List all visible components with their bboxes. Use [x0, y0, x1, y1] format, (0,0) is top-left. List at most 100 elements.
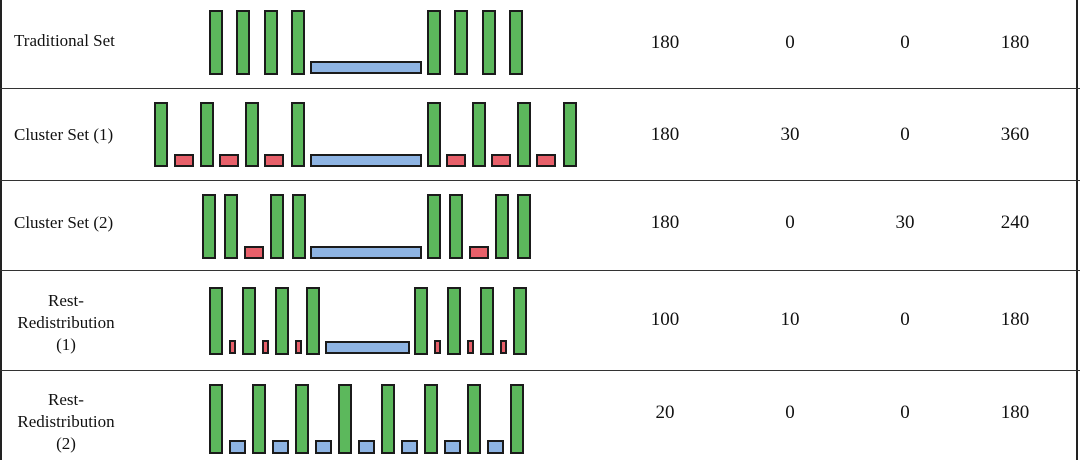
work-bar [209, 287, 223, 355]
work-bar [252, 384, 266, 454]
work-bar [427, 102, 441, 167]
rest-bar [272, 440, 289, 454]
value-cell: 180 [1000, 32, 1030, 53]
row-label-traditional-set: Traditional Set [14, 31, 115, 50]
value-cell: 0 [900, 402, 910, 423]
work-bar [242, 287, 256, 355]
short-rest-bar [446, 154, 466, 167]
row-label-cluster-set-2: Cluster Set (2) [14, 213, 114, 232]
work-bar [295, 384, 309, 454]
work-bar [510, 384, 524, 454]
value-cell: 0 [900, 309, 910, 330]
short-rest-bar [469, 246, 489, 259]
work-bar [154, 102, 168, 167]
value-cell: 0 [785, 402, 795, 423]
row-separator [0, 270, 1080, 271]
row-separator [0, 180, 1080, 181]
work-bar [381, 384, 395, 454]
work-bar [291, 102, 305, 167]
work-bar [427, 194, 441, 259]
short-rest-bar [536, 154, 556, 167]
value-cell: 180 [650, 124, 680, 145]
work-bar [224, 194, 238, 259]
work-bar [264, 10, 278, 75]
work-bar [480, 287, 494, 355]
long-rest-bar [310, 246, 422, 259]
work-bar [202, 194, 216, 259]
row-label-rest-redistribution-1: Rest- Redistribution (1) [10, 290, 122, 356]
long-rest-bar [310, 154, 422, 167]
work-bar [563, 102, 577, 167]
work-bar [447, 287, 461, 355]
row-label-line: Redistribution [17, 412, 115, 431]
value-cell: 30 [895, 212, 915, 233]
work-bar [236, 10, 250, 75]
value-cell: 180 [650, 32, 680, 53]
work-bar [509, 10, 523, 75]
short-rest-bar [262, 340, 269, 354]
work-bar [414, 287, 428, 355]
rest-bar [487, 440, 504, 454]
work-bar [306, 287, 320, 355]
work-bar [275, 287, 289, 355]
short-rest-bar [434, 340, 441, 354]
work-bar [482, 10, 496, 75]
work-bar [292, 194, 306, 259]
value-cell: 100 [650, 309, 680, 330]
work-bar [517, 102, 531, 167]
long-rest-bar [325, 341, 410, 354]
row-label-rest-redistribution-2: Rest- Redistribution (2) [10, 389, 122, 455]
long-rest-bar [310, 61, 422, 74]
short-rest-bar [500, 340, 507, 354]
value-cell: 0 [900, 124, 910, 145]
work-bar [517, 194, 531, 259]
work-bar [513, 287, 527, 355]
work-bar [270, 194, 284, 259]
value-cell: 360 [1000, 124, 1030, 145]
short-rest-bar [295, 340, 302, 354]
work-bar [449, 194, 463, 259]
value-cell: 0 [785, 32, 795, 53]
rest-bar [229, 440, 246, 454]
value-cell: 10 [780, 309, 800, 330]
value-cell: 180 [1000, 402, 1030, 423]
value-cell: 240 [1000, 212, 1030, 233]
short-rest-bar [219, 154, 239, 167]
work-bar [209, 10, 223, 75]
row-separator [0, 370, 1080, 371]
rest-bar [401, 440, 418, 454]
work-bar [338, 384, 352, 454]
value-cell: 20 [655, 402, 675, 423]
work-bar [424, 384, 438, 454]
short-rest-bar [244, 246, 264, 259]
value-cell: 0 [785, 212, 795, 233]
row-label-line: Rest- [48, 291, 84, 310]
short-rest-bar [491, 154, 511, 167]
rest-bar [444, 440, 461, 454]
value-cell: 180 [1000, 309, 1030, 330]
value-cell: 30 [780, 124, 800, 145]
work-bar [472, 102, 486, 167]
row-label-line: Rest- [48, 390, 84, 409]
row-separator [0, 88, 1080, 89]
work-bar [200, 102, 214, 167]
work-bar [467, 384, 481, 454]
row-label-cluster-set-1: Cluster Set (1) [14, 125, 114, 144]
work-bar [209, 384, 223, 454]
work-bar [454, 10, 468, 75]
work-bar [291, 10, 305, 75]
row-label-line: (2) [56, 434, 76, 453]
value-cell: 180 [650, 212, 680, 233]
rest-bar [315, 440, 332, 454]
short-rest-bar [174, 154, 194, 167]
work-bar [495, 194, 509, 259]
work-bar [427, 10, 441, 75]
short-rest-bar [467, 340, 474, 354]
short-rest-bar [264, 154, 284, 167]
row-label-line: (1) [56, 335, 76, 354]
work-bar [245, 102, 259, 167]
short-rest-bar [229, 340, 236, 354]
rest-bar [358, 440, 375, 454]
row-label-line: Redistribution [17, 313, 115, 332]
